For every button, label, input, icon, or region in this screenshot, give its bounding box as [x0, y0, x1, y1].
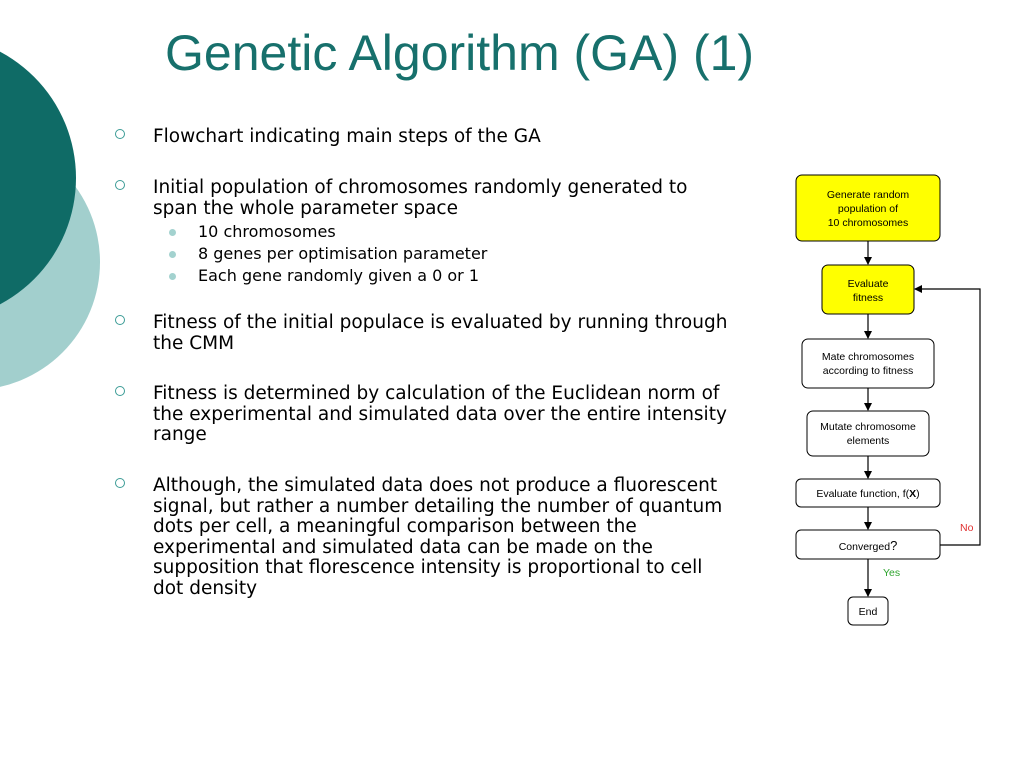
- decorative-circles: [0, 51, 100, 387]
- node-mutate-elements: Mutate chromosome elements: [806, 410, 930, 457]
- node-text: population of: [838, 203, 898, 215]
- edge-label-no: No: [960, 522, 974, 534]
- sub-bullet-text: 10 chromosomes: [198, 222, 336, 241]
- bullet-text: Flowchart indicating main steps of the G…: [153, 126, 541, 147]
- node-text: End: [859, 606, 878, 618]
- bullet-item: Flowchart indicating main steps of the G…: [115, 126, 733, 148]
- node-text: according to fitness: [823, 365, 913, 377]
- bullet-text: Initial population of chromosomes random…: [153, 177, 688, 219]
- node-text: fitness: [853, 292, 883, 304]
- node-text: Evaluate function, f(X): [816, 488, 919, 500]
- bullet-item: Fitness of the initial populace is evalu…: [115, 312, 733, 354]
- bullet-text: Fitness is determined by calculation of …: [153, 383, 727, 445]
- ring-bullet-icon: [115, 386, 125, 396]
- node-evaluate-function: Evaluate function, f(X): [795, 478, 941, 508]
- dark-teal-circle: [0, 51, 76, 305]
- node-text: Generate random: [827, 189, 910, 201]
- node-end: End: [847, 596, 889, 626]
- node-mate-chromosomes: Mate chromosomes according to fitness: [801, 338, 935, 389]
- node-text: elements: [847, 435, 890, 447]
- node-text: Converged?: [839, 538, 898, 553]
- node-text-prefix: Evaluate function, f(: [816, 488, 909, 500]
- ring-bullet-icon: [115, 315, 125, 325]
- node-text: Mutate chromosome: [820, 421, 916, 433]
- sub-bullet-item: Each gene randomly given a 0 or 1: [169, 266, 479, 286]
- bullet-item: Fitness is determined by calculation of …: [115, 383, 733, 446]
- ring-bullet-icon: [115, 129, 125, 139]
- edge-label-yes: Yes: [883, 567, 900, 579]
- node-text-suffix: ): [916, 488, 920, 500]
- node-text: Evaluate: [848, 278, 889, 290]
- bullet-item: Although, the simulated data does not pr…: [115, 475, 733, 599]
- node-converged-decision: Converged?: [795, 529, 941, 560]
- node-evaluate-fitness: Evaluate fitness: [821, 264, 915, 315]
- dot-bullet-icon: [169, 229, 176, 236]
- sub-bullet-text: 8 genes per optimisation parameter: [198, 244, 488, 263]
- bullet-text: Fitness of the initial populace is evalu…: [153, 312, 728, 354]
- ring-bullet-icon: [115, 478, 125, 488]
- bullet-item: Initial population of chromosomes random…: [115, 177, 733, 219]
- sub-bullet-text: Each gene randomly given a 0 or 1: [198, 266, 479, 285]
- node-generate-population: Generate random population of 10 chromos…: [795, 174, 941, 242]
- node-text: 10 chromosomes: [828, 217, 909, 229]
- sub-bullet-item: 8 genes per optimisation parameter: [169, 244, 488, 264]
- node-text: Mate chromosomes: [822, 351, 914, 363]
- arrow-no-loop-back: [914, 285, 981, 546]
- bullet-text: Although, the simulated data does not pr…: [153, 475, 723, 599]
- node-text-var: X: [909, 488, 916, 500]
- sub-bullet-item: 10 chromosomes: [169, 222, 336, 242]
- node-text-question-mark: ?: [890, 538, 897, 553]
- dot-bullet-icon: [169, 273, 176, 280]
- dot-bullet-icon: [169, 251, 176, 258]
- slide-title: Genetic Algorithm (GA) (1): [165, 25, 755, 81]
- node-text-main: Converged: [839, 541, 891, 553]
- ring-bullet-icon: [115, 180, 125, 190]
